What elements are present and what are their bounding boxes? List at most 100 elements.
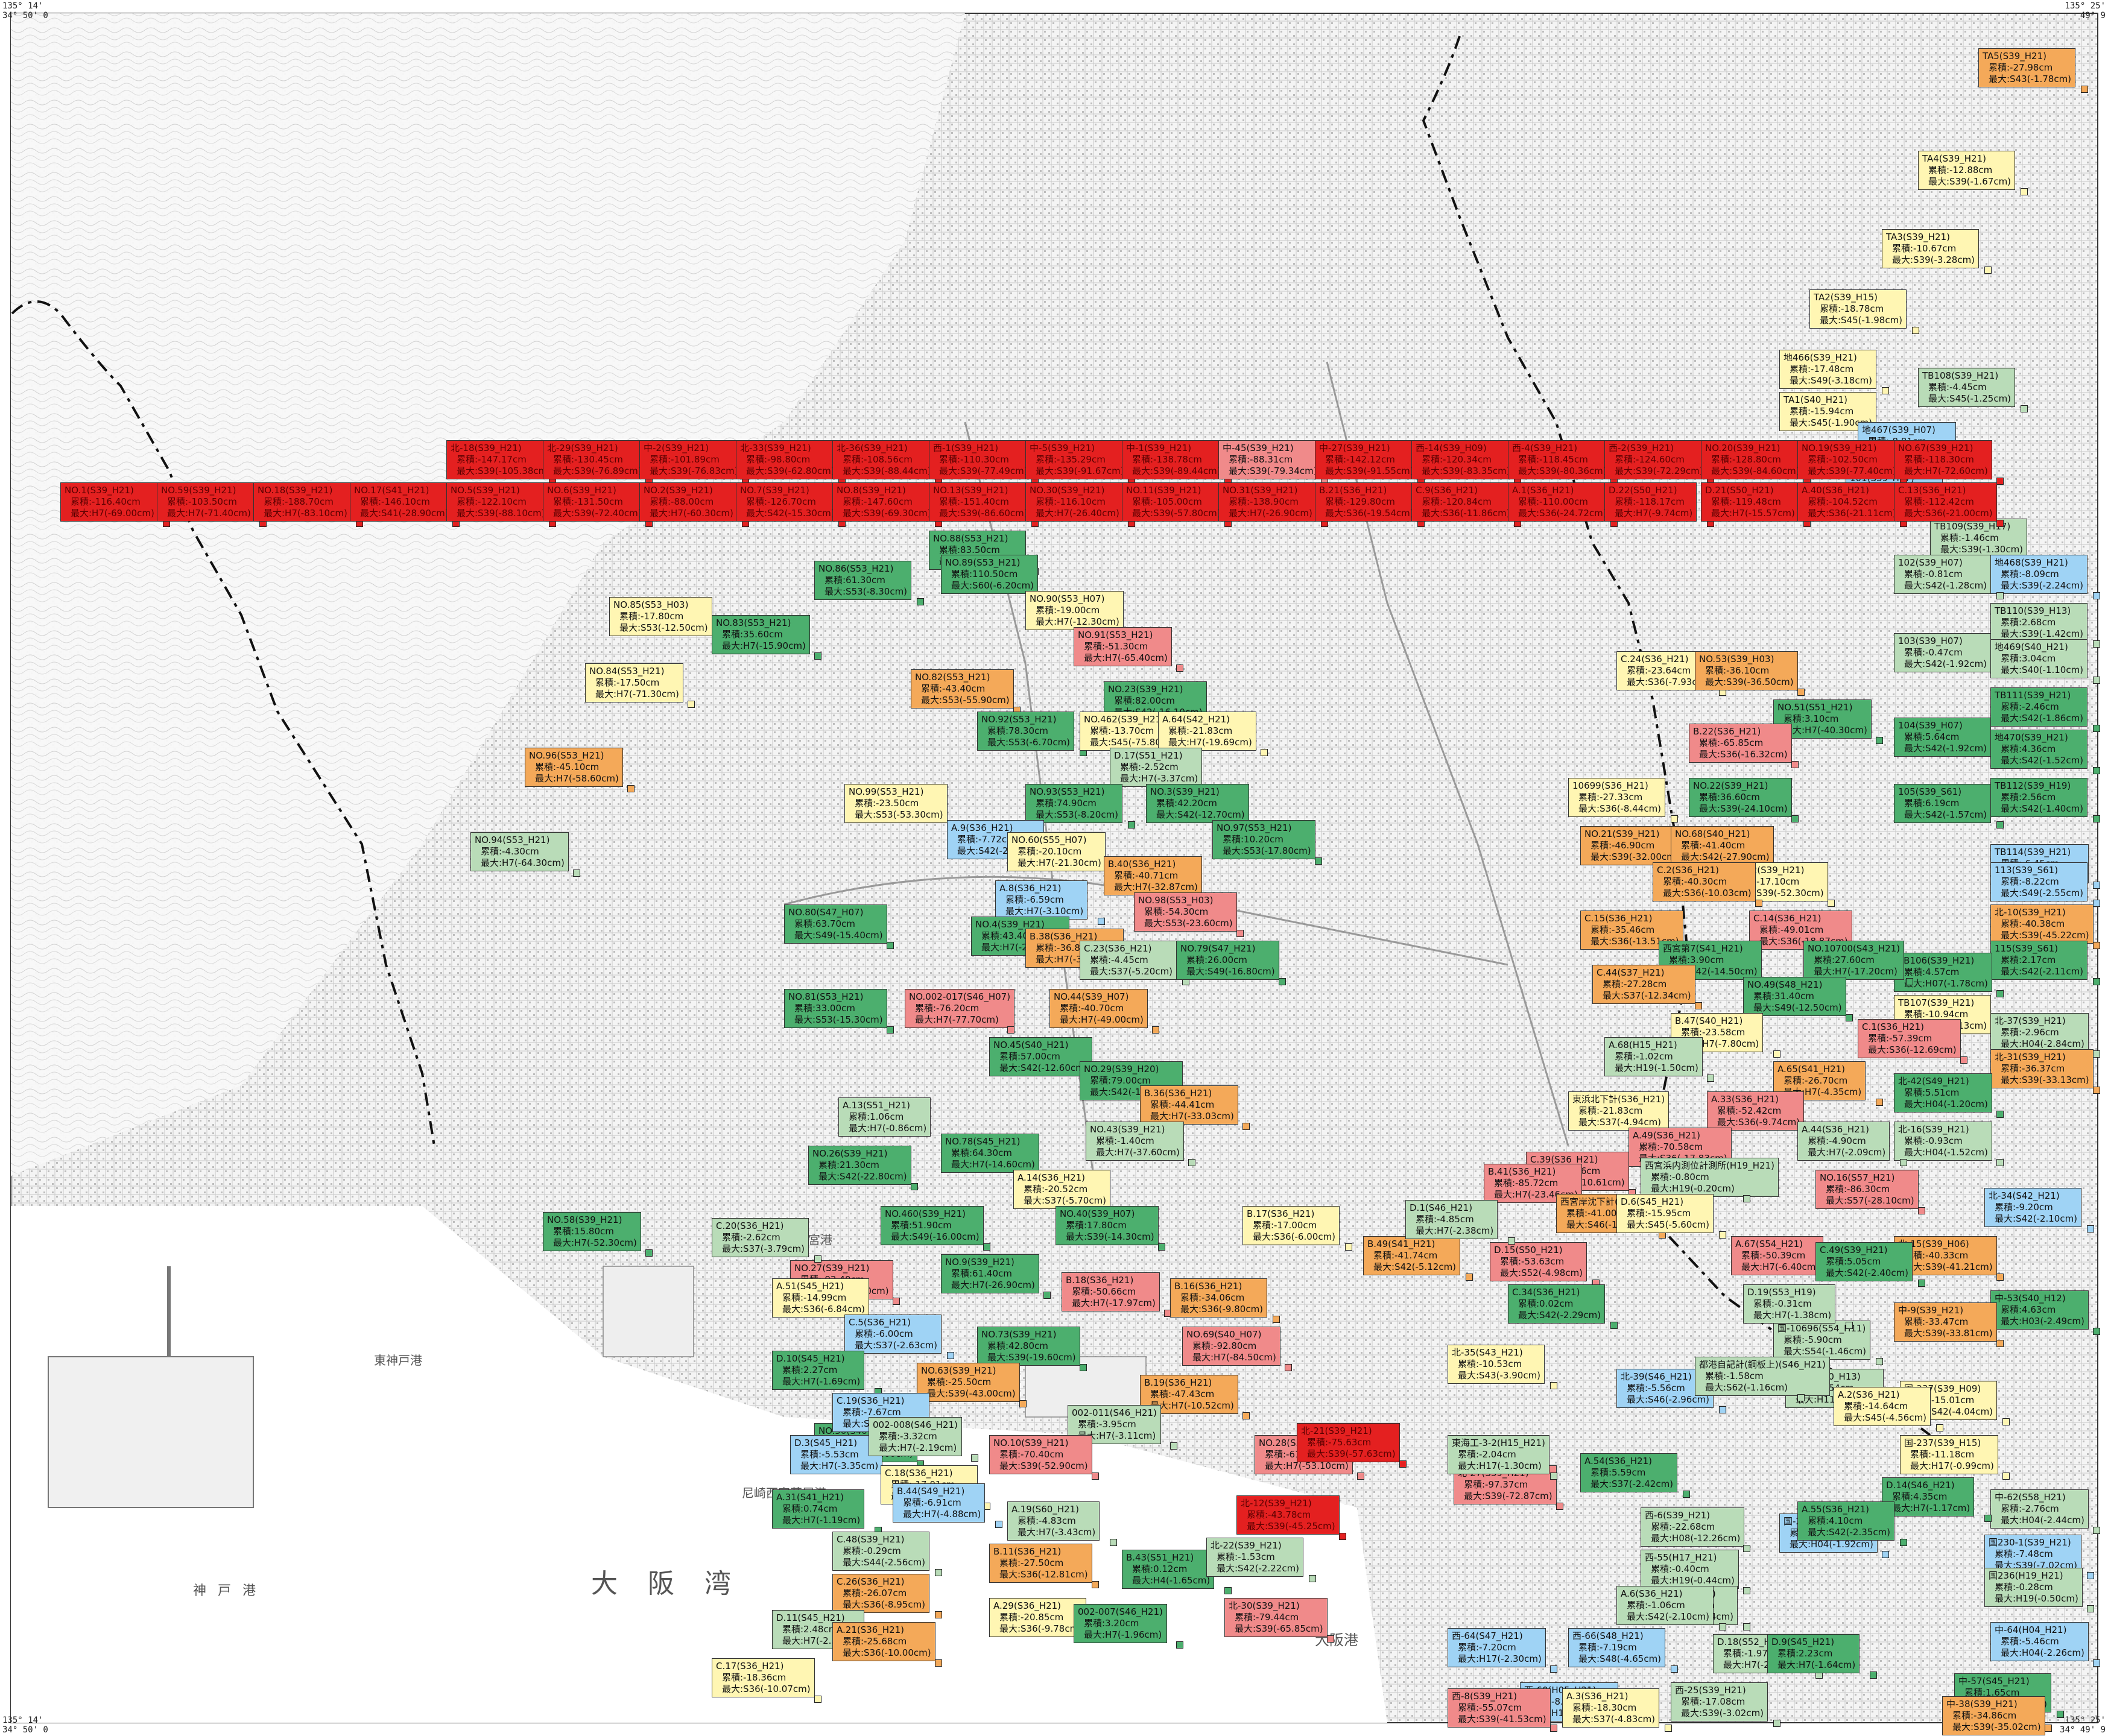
cumulative-settlement: 累積:-36.10cm: [1705, 665, 1770, 676]
benchmark-id: TA5(S39_H21): [1983, 51, 2046, 62]
max-settlement: 最大:S45(-1.98cm): [1820, 315, 1903, 326]
max-settlement: 最大:S39(-32.00cm): [1590, 851, 1679, 862]
benchmark-marker: [1309, 1575, 1316, 1582]
benchmark-marker: [1550, 1665, 1557, 1673]
benchmark-id: A.21(S36_H21): [837, 1624, 905, 1635]
cumulative-settlement: 累積:3.10cm: [1784, 713, 1839, 724]
cumulative-settlement: 累積:-4.85cm: [1416, 1214, 1474, 1225]
cumulative-settlement: 累積:-135.29cm: [1036, 454, 1106, 465]
max-settlement: 最大:H04(-2.26cm): [2001, 1647, 2084, 1658]
benchmark-marker: [1610, 1322, 1618, 1329]
cumulative-settlement: 累積:-120.84cm: [1422, 496, 1492, 507]
benchmark-id: 北-10(S39_H21): [1995, 907, 2066, 918]
cumulative-settlement: 累積:-2.04cm: [1458, 1449, 1516, 1460]
benchmark-id: TB111(S39_H21): [1995, 690, 2071, 701]
benchmark-id: NO.2(S39_H21): [644, 485, 713, 496]
max-settlement: 最大:S39(-88.44cm): [843, 466, 931, 476]
max-settlement: 最大:S39(-33.13cm): [2001, 1075, 2089, 1085]
benchmark-id: NO.7(S39_H21): [740, 485, 809, 496]
benchmark-id: C.23(S36_H21): [1084, 943, 1152, 954]
max-settlement: 最大:S53(-12.50cm): [619, 622, 708, 633]
benchmark-id: A.64(S42_H21): [1162, 714, 1230, 725]
benchmark-marker: [1870, 1671, 1877, 1679]
cumulative-settlement: 累積:-76.20cm: [915, 1003, 980, 1014]
cumulative-settlement: 累積:-147.60cm: [843, 496, 913, 507]
max-settlement: 最大:S52(-4.98cm): [1500, 1267, 1583, 1278]
max-settlement: 最大:H7(-3.11cm): [1078, 1430, 1156, 1441]
cumulative-settlement: 累積:-126.70cm: [746, 496, 816, 507]
benchmark-marker: [1671, 1665, 1678, 1673]
cumulative-settlement: 累積:-7.67cm: [843, 1407, 901, 1418]
max-settlement: 最大:H7(-64.30cm): [481, 857, 565, 868]
benchmark-id: NO.8(S39_H21): [837, 485, 906, 496]
cumulative-settlement: 累積:-0.93cm: [1904, 1135, 1963, 1146]
cumulative-settlement: 累積:57.00cm: [999, 1051, 1060, 1062]
max-settlement: 最大:S39(-72.40cm): [553, 508, 642, 519]
cumulative-settlement: 累積:0.02cm: [1518, 1298, 1574, 1309]
cumulative-settlement: 累積:-65.85cm: [1699, 737, 1764, 748]
benchmark-marker: [1242, 1412, 1250, 1419]
max-settlement: 最大:H7(-2.09cm): [1808, 1147, 1886, 1158]
max-settlement: 最大:H7(-21.30cm): [1018, 857, 1101, 868]
cumulative-settlement: 累積:15.80cm: [553, 1226, 614, 1237]
max-settlement: 最大:S42(-1.86cm): [2001, 713, 2084, 724]
benchmark-id: 103(S39_H07): [1898, 636, 1963, 646]
benchmark-id: 国-237(S39_H15): [1904, 1438, 1981, 1448]
benchmark-id: 北-42(S49_H21): [1898, 1076, 1969, 1087]
max-settlement: 最大:S39(-69.30cm): [843, 508, 931, 519]
cumulative-settlement: 累積:-151.40cm: [939, 496, 1009, 507]
cumulative-settlement: 累積:51.90cm: [891, 1220, 952, 1231]
benchmark-id: A.29(S36_H21): [993, 1600, 1062, 1611]
max-settlement: 最大:H7(-37.60cm): [1096, 1147, 1180, 1158]
benchmark-id: NO.49(S48_H21): [1747, 979, 1823, 990]
cumulative-settlement: 累積:-103.50cm: [167, 496, 237, 507]
corner-coordinate-bottom-right: 135° 25' 34° 49' 9: [2060, 1715, 2106, 1735]
cumulative-settlement: 累積:-0.28cm: [1995, 1582, 2053, 1592]
benchmark-id: B.49(S41_H21): [1367, 1239, 1435, 1249]
benchmark-id: A.6(S36_H21): [1621, 1588, 1683, 1599]
cumulative-settlement: 累積:-5.56cm: [1627, 1383, 1685, 1394]
benchmark-id: A.31(S41_H21): [776, 1492, 844, 1503]
cumulative-settlement: 累積:-147.17cm: [457, 454, 527, 465]
max-settlement: 最大:S48(-4.65cm): [1578, 1653, 1662, 1664]
cumulative-settlement: 累積:-6.00cm: [855, 1328, 913, 1339]
max-settlement: 最大:S39(-83.35cm): [1422, 466, 1510, 476]
max-settlement: 最大:H19(-0.44cm): [1651, 1575, 1735, 1586]
benchmark-id: NO.21(S39_H21): [1584, 829, 1660, 839]
cumulative-settlement: 累積:4.57cm: [1904, 967, 1960, 977]
benchmark-id: NO.9(S39_H21): [945, 1257, 1014, 1267]
max-settlement: 最大:S36(-10.07cm): [722, 1684, 811, 1694]
max-settlement: 最大:S42(-12.60cm): [999, 1062, 1088, 1073]
benchmark-marker: [947, 1352, 954, 1359]
benchmark-id: D.17(S51_H21): [1114, 750, 1183, 761]
cumulative-settlement: 累積:-10.94cm: [1904, 1009, 1969, 1020]
benchmark-id: NO.67(S39_H21): [1898, 443, 1973, 453]
benchmark-id: NO.3(S39_H21): [1150, 786, 1220, 797]
cumulative-settlement: 累積:61.40cm: [951, 1268, 1012, 1279]
benchmark-id: D.11(S45_H21): [776, 1612, 845, 1623]
benchmark-id: 002-011(S46_H21): [1072, 1407, 1157, 1418]
max-settlement: 最大:S39(-41.53cm): [1458, 1714, 1546, 1725]
benchmark-id: TB109(S39_H17): [1934, 521, 2011, 532]
